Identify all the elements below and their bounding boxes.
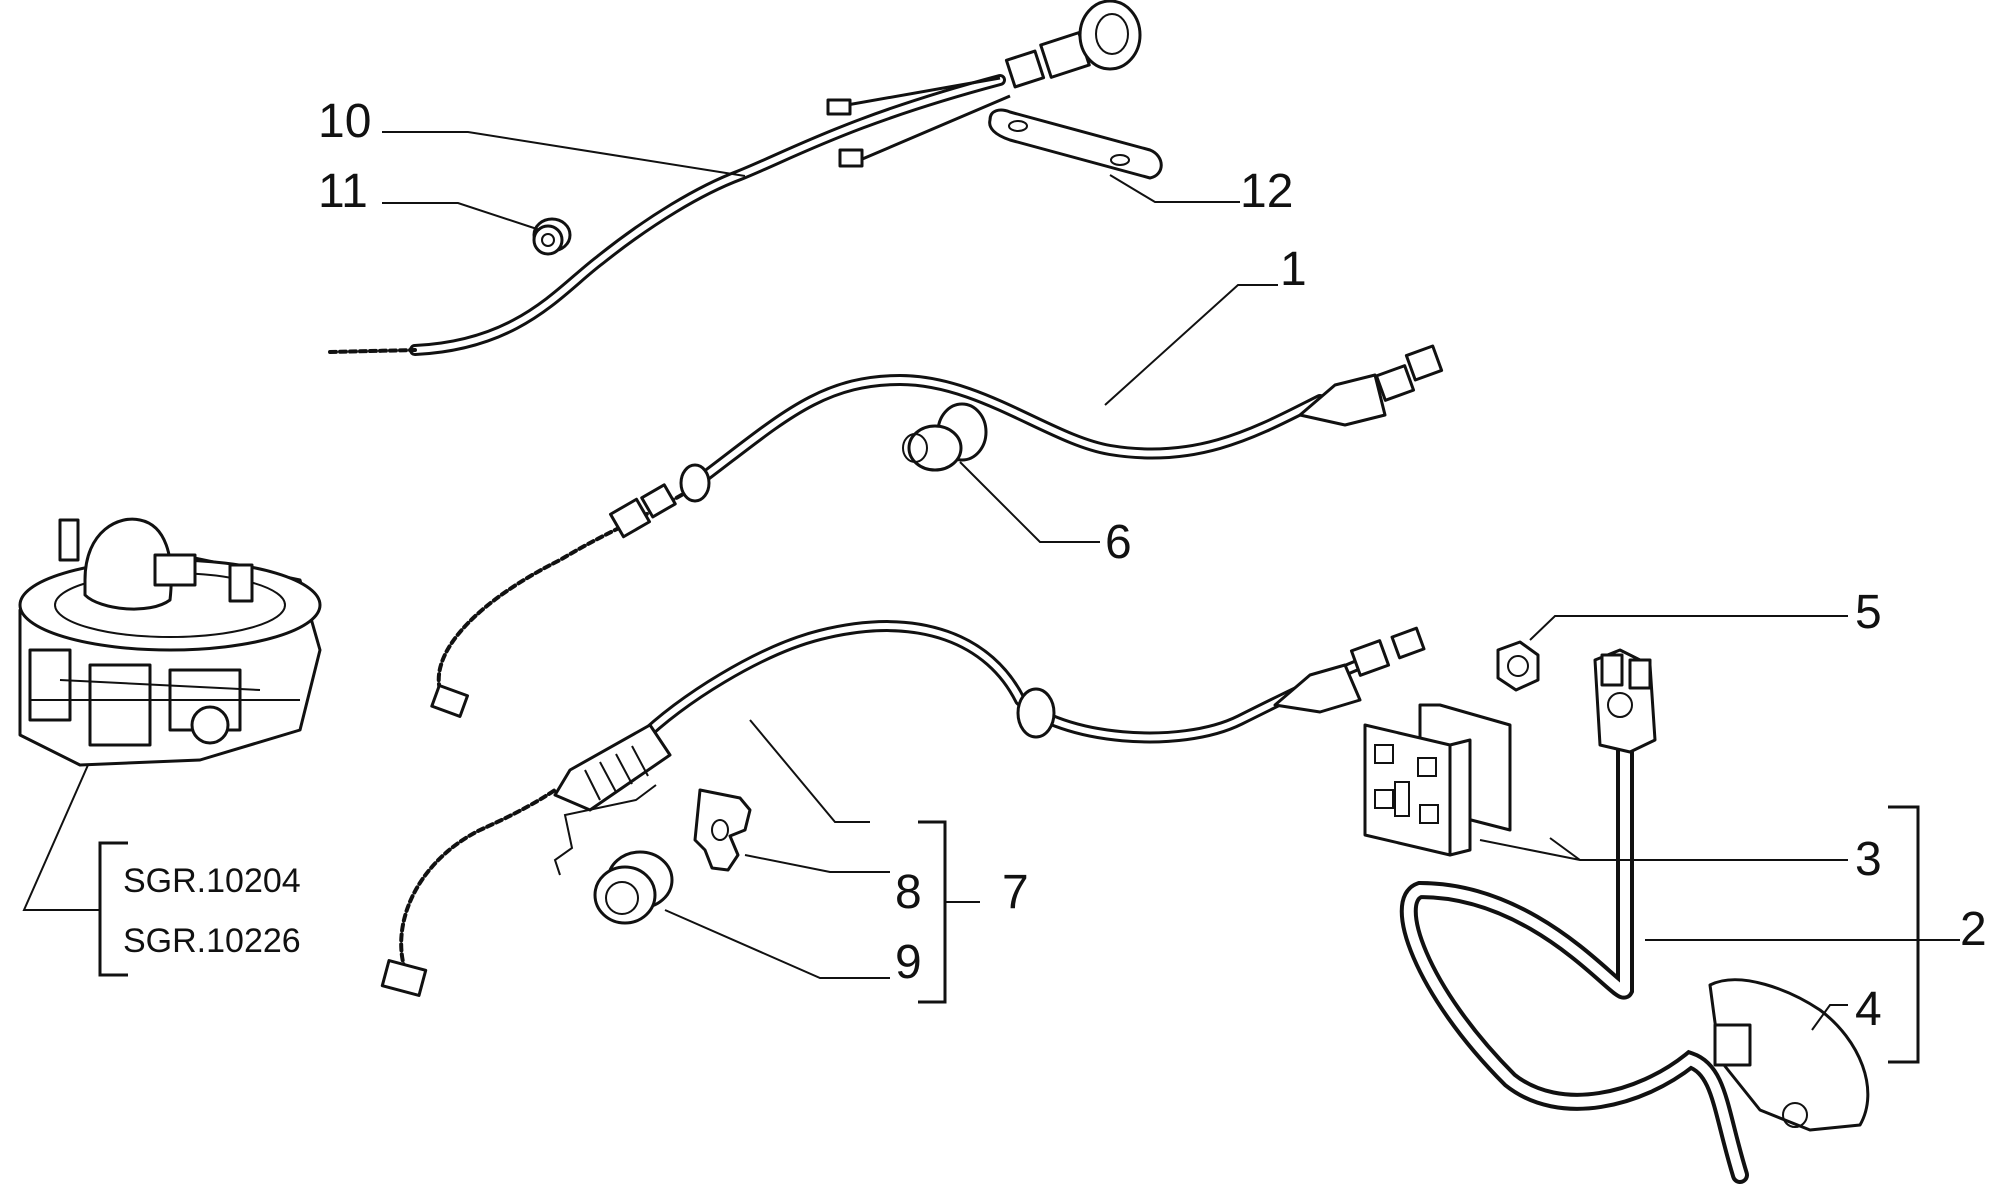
pedal-block-part-3 xyxy=(1363,703,1512,857)
pedal-arm-part-2 xyxy=(1399,648,1749,1184)
choke-cable-part-10 xyxy=(328,0,1142,356)
callout-1: 1 xyxy=(1280,243,1307,296)
callout-8: 8 xyxy=(895,866,922,919)
callout-12: 12 xyxy=(1240,165,1293,218)
callout-labels: 10 11 12 1 6 5 3 2 4 8 7 9 SGR.10204 SGR… xyxy=(123,95,1987,1036)
reference-code-1: SGR.10204 xyxy=(123,862,301,900)
callout-5: 5 xyxy=(1855,586,1882,639)
accelerator-cable-part-1 xyxy=(430,344,1444,718)
clip-part-8 xyxy=(693,788,752,872)
reference-code-2: SGR.10226 xyxy=(123,922,301,960)
callout-2: 2 xyxy=(1960,903,1987,956)
grommet-part-11 xyxy=(532,217,572,256)
bracket-reference xyxy=(98,841,128,977)
pedal-pad-part-4 xyxy=(1708,978,1870,1132)
callout-4: 4 xyxy=(1855,983,1882,1036)
callout-6: 6 xyxy=(1105,516,1132,569)
callout-9: 9 xyxy=(895,936,922,989)
carburettor-assembly xyxy=(18,517,322,767)
bracket-group-2 xyxy=(1888,805,1920,1064)
grommet-part-6 xyxy=(902,402,988,472)
grommet-part-9 xyxy=(593,850,674,925)
callout-11: 11 xyxy=(318,165,368,218)
callout-7: 7 xyxy=(1002,866,1029,919)
bracket-plate-part-12 xyxy=(988,108,1163,180)
leader-lines xyxy=(22,131,1960,1031)
callout-10: 10 xyxy=(318,95,371,148)
callout-3: 3 xyxy=(1855,833,1882,886)
accelerator-cable-part-7 xyxy=(380,620,1426,997)
nut-part-5 xyxy=(1496,640,1540,692)
bracket-group-7 xyxy=(918,820,947,1004)
